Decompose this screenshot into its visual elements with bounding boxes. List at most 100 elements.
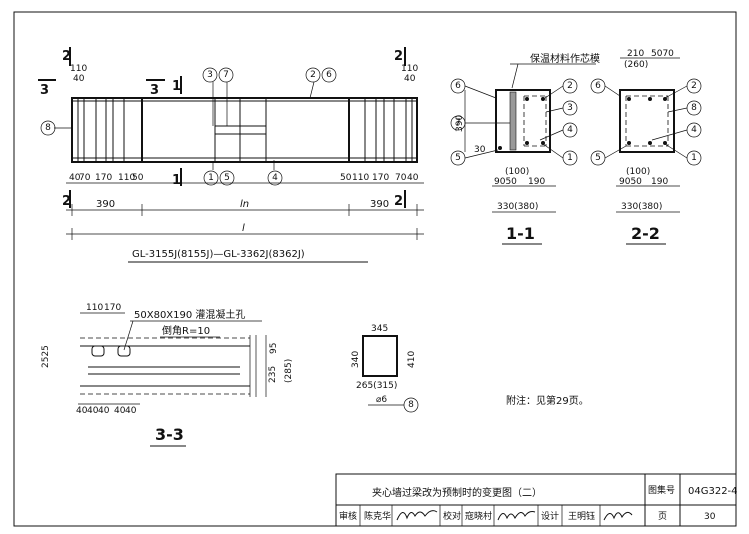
dim-right-170: 170 [372,173,389,183]
page-label: 页 [658,511,667,522]
stirrup-right-410: 410 [407,351,417,368]
cut-label-2-right-bottom: 2 [394,194,403,209]
top-dim-40-left: 40 [73,74,85,84]
callout-7: 7 [223,70,229,80]
review-label: 审核 [339,510,357,522]
stirrup-shape [362,335,398,377]
callout-6: 6 [326,70,332,80]
cut-label-2-right-top: 2 [394,49,403,64]
beam-caption: GL-3155J(8155J)—GL-3362J(8362J) [132,249,305,260]
s22-callout-8: 8 [691,103,697,113]
s11-dim-100: (100) [505,167,529,177]
stirrup-bottom-265: 265(315) [356,381,397,391]
checker-signature [497,511,536,521]
cut-label-1-bottom: 1 [172,173,181,188]
support-right-390: 390 [370,199,389,210]
checker-name: 寇晓村 [465,510,492,522]
s11-dim-9050: 9050 [494,177,517,187]
callout-5: 5 [224,173,230,183]
callout-8: 8 [45,123,51,133]
reviewer-signature [396,510,438,521]
s33-dim-170: 170 [104,303,121,313]
s22-callout-6: 6 [595,81,601,91]
cut-label-1-top: 1 [172,79,181,94]
s33-label: 3-3 [155,425,184,444]
s33-dim-110: 110 [86,303,103,313]
s33-bottom-40-c: 40 [98,406,110,416]
s33-hole-right [117,345,131,357]
section-2-2: 210 (260) 5070 (100) 9050 190 330(380) 2… [590,49,702,245]
s22-dim-190: 190 [651,177,668,187]
s33-dim-2525: 2525 [41,345,51,368]
s22-dim-5070: 5070 [651,49,674,59]
designer-signature [603,511,633,521]
s22-label: 2-2 [631,224,660,243]
stirrup-left-340: 340 [351,351,361,368]
stirrup-bar-6: ⌀6 [376,395,387,405]
cut-label-3-mid: 3 [150,83,159,98]
dim-right-50: 50 [340,173,352,183]
s22-callout-1: 1 [691,153,697,163]
s22-dim-260: (260) [624,60,648,70]
elevation-callouts: 8 3 7 2 6 1 5 4 [40,67,337,186]
section-2-2-outline [619,89,675,153]
s22-callout-5: 5 [595,153,601,163]
top-dim-110-right: 110 [401,64,418,74]
drawing-title: 夹心墙过梁改为预制时的变更图（二） [372,486,542,499]
s11-callout-4: 4 [567,125,573,135]
s22-dim-210: 210 [627,49,644,59]
s33-bottom-40-a: 40 [76,406,88,416]
cut-label-2-left-top: 2 [62,49,71,64]
s22-dim-9050: 9050 [619,177,642,187]
s33-dim-235: 235 [268,366,278,383]
s11-callout-7: 7 [455,118,461,128]
stirrup-8: 345 340 410 265(315) ⌀6 8 [351,324,419,413]
clear-span-ln: ln [240,199,249,210]
dim-right-40: 40 [407,173,419,183]
dim-left-40: 40 [69,173,81,183]
s11-callout-1: 1 [567,153,573,163]
s22-callout-4: 4 [691,125,697,135]
atlas-label: 图集号 [648,484,675,496]
support-left-390: 390 [96,199,115,210]
note-text: 附注：见第29页。 [506,394,589,407]
s33-hole-left [91,345,105,357]
designer-name: 王明钰 [568,510,595,522]
s33-dim-95: 95 [269,343,279,354]
callout-4: 4 [272,173,278,183]
s11-label: 1-1 [506,224,535,243]
s33-bottom-40-b: 40 [87,406,99,416]
callout-1: 1 [208,173,214,183]
s33-bottom-40-d: 40 [114,406,126,416]
s11-callout-3: 3 [567,103,573,113]
atlas-no: 04G322-4 [688,486,738,497]
top-dim-110-left: 110 [70,64,87,74]
s33-bottom-40-e: 40 [125,406,137,416]
s11-callout-6: 6 [455,81,461,91]
callout-3: 3 [207,70,213,80]
callout-2: 2 [310,70,316,80]
title-block: 夹心墙过梁改为预制时的变更图（二） 图集号 04G322-4 审核 陈克华 校对… [335,473,738,527]
stirrup-top-345: 345 [371,324,388,334]
s33-chamfer-note: 倒角R=10 [162,325,210,337]
dim-left-70: 70 [79,173,91,183]
dim-right-70: 70 [395,173,407,183]
insulation-core [509,91,517,151]
s11-dim-330: 330(380) [497,202,538,212]
dim-left-110: 110 [118,173,135,183]
s11-callout-2: 2 [567,81,573,91]
s11-dim-190: 190 [528,177,545,187]
s22-dim-330: 330(380) [621,202,662,212]
page-no: 30 [704,512,716,522]
design-label: 设计 [541,510,559,522]
stirrup-callout-8: 8 [408,400,414,410]
s11-dim-30: 30 [474,145,486,155]
cut-label-2-left-bottom: 2 [62,194,71,209]
dim-left-170: 170 [95,173,112,183]
s33-hole-note: 50X80X190 灌混凝土孔 [134,308,245,321]
section-1-1-outline [495,89,551,153]
s33-dim-285: (285) [284,359,294,383]
s11-height-390: 390 [455,115,465,132]
span-l: l [242,223,245,234]
